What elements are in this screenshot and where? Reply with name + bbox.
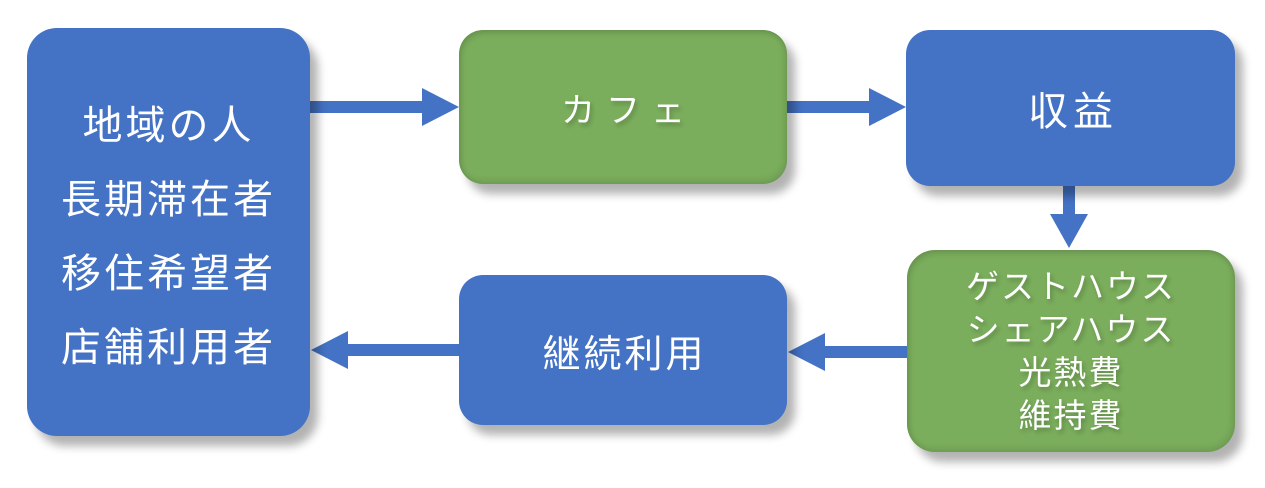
node-cafe-label: カフェ xyxy=(561,91,696,130)
arrow-audience-to-cafe xyxy=(310,88,459,126)
node-repeat-use: 継続利用 xyxy=(459,275,787,425)
node-audience-line-2: 長期滞在者 xyxy=(61,178,276,222)
node-facilities-line-2: シェアハウス xyxy=(966,311,1176,348)
node-facilities-line-1: ゲストハウス xyxy=(966,268,1176,305)
node-revenue: 収益 xyxy=(906,30,1235,186)
node-facilities-line-3: 光熱費 xyxy=(1018,354,1124,391)
node-repeat-use-label: 継続利用 xyxy=(542,333,707,376)
arrow-revenue-to-facilities xyxy=(1050,186,1088,248)
node-facilities-line-4: 維持費 xyxy=(1018,397,1124,434)
node-audience: 地域の人 長期滞在者 移住希望者 店舗利用者 xyxy=(27,28,310,436)
arrow-cafe-to-revenue xyxy=(787,88,906,126)
node-audience-line-1: 地域の人 xyxy=(82,104,255,148)
arrow-repeat-to-audience xyxy=(311,331,459,369)
node-facilities: ゲストハウス シェアハウス 光熱費 維持費 xyxy=(907,250,1235,452)
node-audience-line-3: 移住希望者 xyxy=(61,252,276,296)
node-audience-line-4: 店舗利用者 xyxy=(61,326,276,370)
arrow-facilities-to-repeat xyxy=(788,333,907,371)
node-cafe: カフェ xyxy=(459,30,787,184)
node-revenue-label: 収益 xyxy=(1028,90,1118,134)
